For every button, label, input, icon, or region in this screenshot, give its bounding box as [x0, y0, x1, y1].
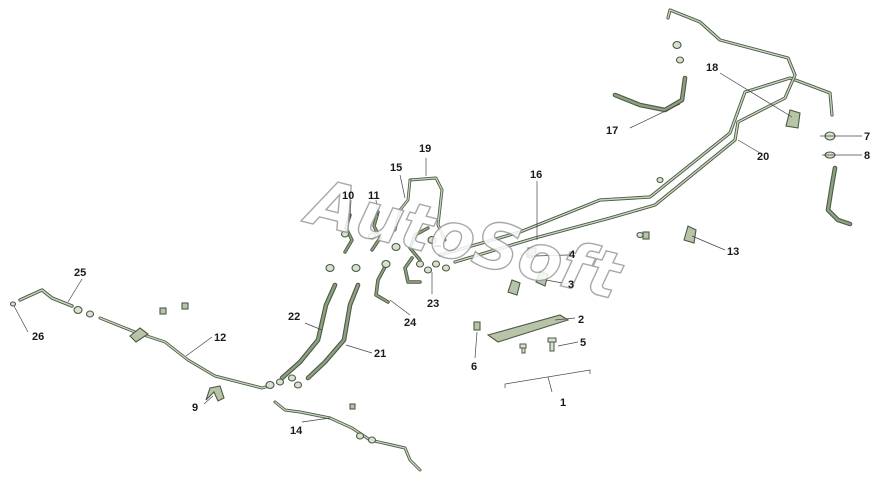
pipe-clip	[527, 247, 537, 257]
fitting-nut	[415, 260, 425, 268]
fitting-nut	[85, 310, 95, 318]
fitting-nut	[423, 266, 433, 274]
fittings	[9, 40, 836, 444]
leader-lines	[13, 72, 862, 423]
pipe-clip	[349, 403, 356, 410]
pipe-clip	[535, 271, 549, 287]
fitting-nut	[391, 242, 401, 252]
fitting-nut	[355, 432, 365, 440]
callout-21: 21	[374, 348, 386, 360]
callout-1: 1	[560, 397, 566, 409]
fitting-nut	[293, 381, 303, 389]
watermark-text: AutoSoft	[296, 165, 630, 316]
callout-19: 19	[419, 143, 431, 155]
fitting-nut	[287, 374, 297, 382]
callout-14: 14	[290, 425, 303, 437]
bolt	[519, 337, 557, 354]
callout-5: 5	[580, 337, 586, 349]
callout-13: 13	[727, 246, 739, 258]
fitting-nut	[325, 263, 335, 273]
fitting-nut	[441, 264, 451, 272]
callout-4: 4	[569, 249, 576, 261]
fitting-nut	[367, 232, 377, 240]
bracket-plate	[486, 314, 570, 343]
fitting-nut	[9, 301, 17, 307]
callout-12: 12	[214, 332, 226, 344]
fitting-nut	[381, 259, 391, 269]
callout-24: 24	[404, 317, 417, 329]
callout-2: 2	[578, 314, 584, 326]
callout-18: 18	[706, 62, 718, 74]
pipe-clip	[642, 231, 650, 240]
hose-21	[305, 282, 361, 381]
pipe-clip	[205, 385, 225, 402]
callout-22: 22	[288, 311, 300, 323]
fitting-nut	[367, 436, 377, 444]
flexible-hoses	[279, 75, 853, 381]
callout-11: 11	[368, 190, 380, 202]
callout-15: 15	[390, 162, 402, 174]
callout-25: 25	[74, 267, 86, 279]
fitting-nut	[656, 176, 664, 184]
pipe-clip	[473, 321, 481, 331]
callout-26: 26	[32, 331, 44, 343]
callout-10: 10	[342, 190, 354, 202]
pipe-clip	[785, 109, 801, 129]
fitting-nut	[73, 305, 83, 315]
fitting-nut	[427, 235, 437, 245]
pipe-clip	[683, 225, 697, 244]
callout-20: 20	[757, 151, 769, 163]
fitting-nut	[275, 378, 285, 386]
pipe-clip	[129, 327, 149, 343]
fitting-nut	[351, 263, 361, 273]
callout-3: 3	[568, 279, 574, 291]
callout-17: 17	[606, 125, 618, 137]
hose-22	[279, 282, 338, 381]
fitting-nut	[431, 260, 441, 268]
callout-8: 8	[864, 150, 870, 162]
callout-7: 7	[864, 131, 870, 143]
fitting-nut	[636, 231, 644, 239]
callout-16: 16	[530, 169, 542, 181]
fitting-nut	[340, 230, 350, 238]
fitting-nut	[675, 56, 685, 64]
fitting-nut	[672, 40, 682, 50]
callout-6: 6	[471, 361, 477, 373]
watermark: AutoSoft	[296, 164, 631, 316]
brackets-and-clips	[129, 109, 801, 410]
callout-labels: 1 2 3 4 5 6 7 8 9 10 11 12 13 14 15 16 1…	[32, 62, 870, 437]
callout-23: 23	[427, 298, 439, 310]
pipe-clip	[181, 302, 189, 310]
fitting-nut	[265, 380, 275, 390]
assembly-bracket-1	[504, 369, 591, 388]
callout-9: 9	[192, 402, 198, 414]
pipe-clip	[507, 279, 521, 296]
pipe-clip	[159, 307, 167, 315]
